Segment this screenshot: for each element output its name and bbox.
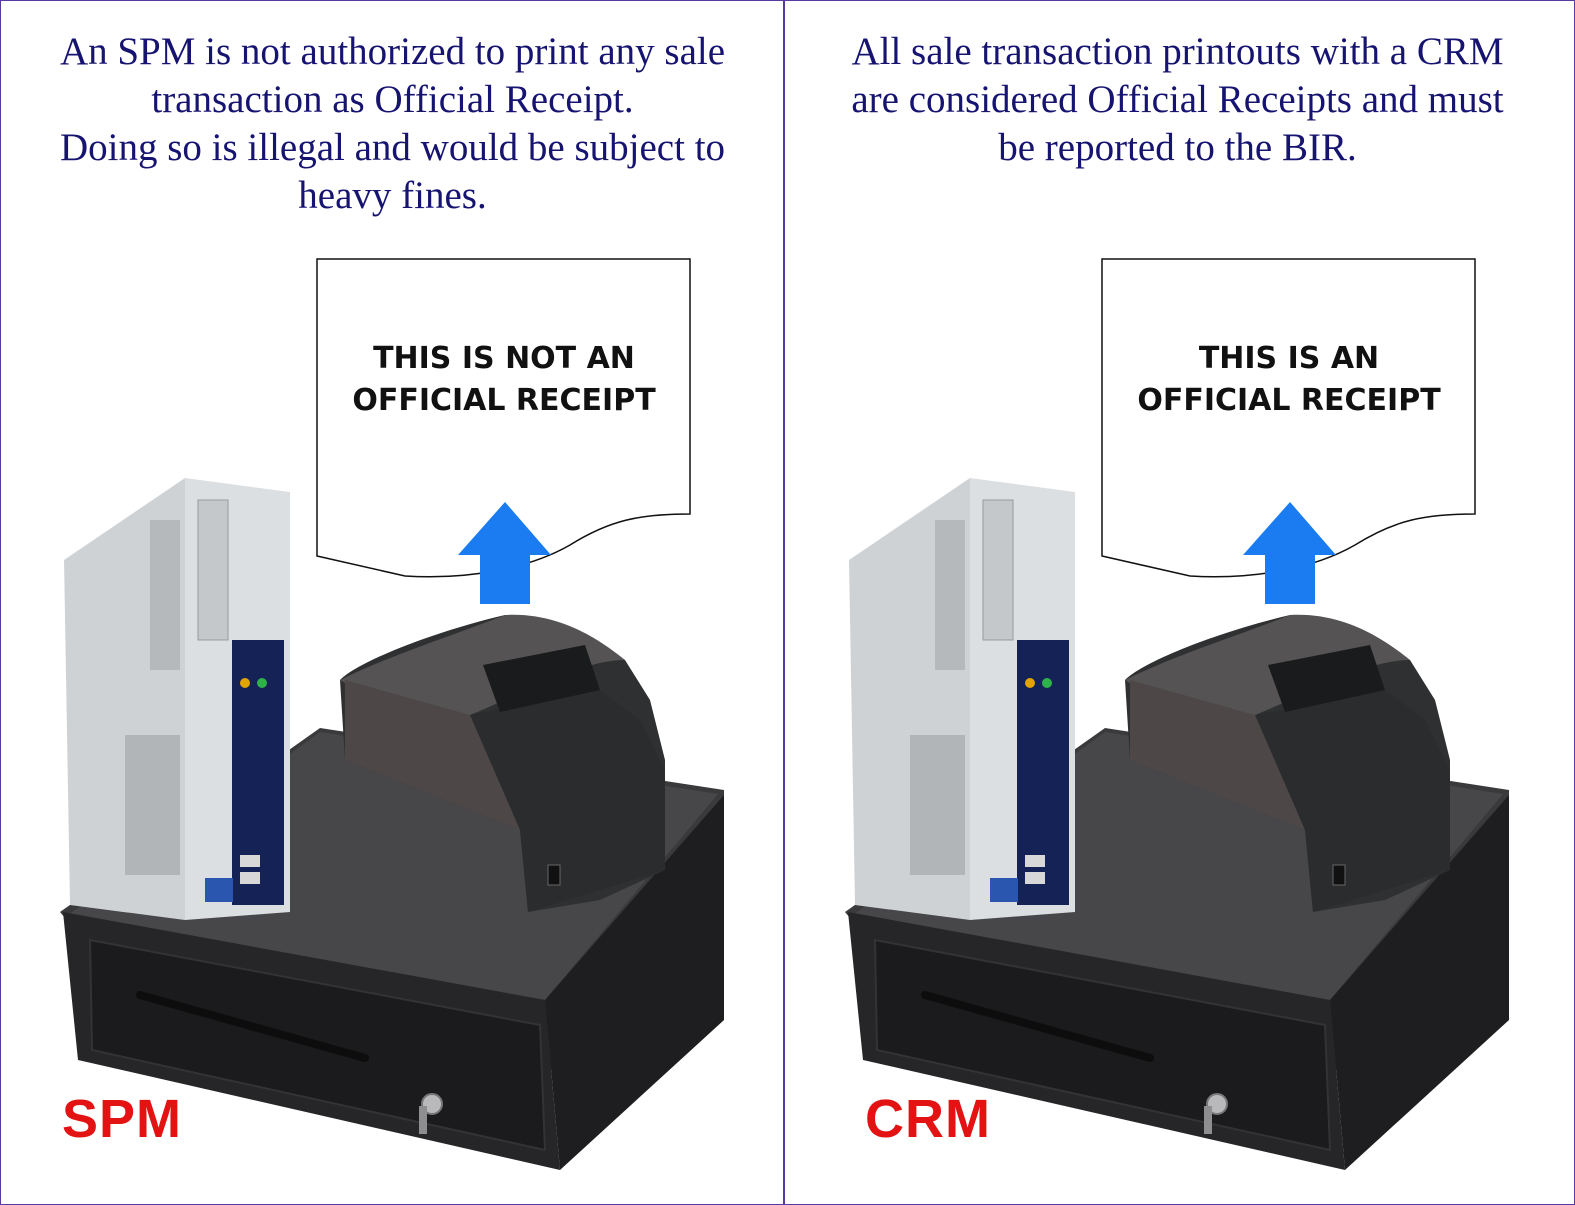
crm-description-line: All sale transaction printouts with a CR… <box>851 30 1504 73</box>
up-arrow-icon <box>1243 502 1336 604</box>
receipt-message-line: THIS IS AN <box>1198 341 1380 376</box>
spm-description-line: transaction as Official Receipt. <box>151 78 634 121</box>
crm-description: All sale transaction printouts with a CR… <box>805 28 1550 172</box>
receipt-message-line: OFFICIAL RECEIPT <box>352 383 656 418</box>
crm-panel: All sale transaction printouts with a CR… <box>785 0 1568 1205</box>
desktop-computer-icon <box>64 478 290 920</box>
up-arrow-icon <box>458 502 551 604</box>
receipt-message: THIS IS NOT AN OFFICIAL RECEIPT <box>318 338 690 422</box>
key-icon <box>419 1093 443 1134</box>
desktop-computer-icon <box>849 478 1075 920</box>
crm-illustration <box>845 258 1509 1170</box>
receipt-message-line: OFFICIAL RECEIPT <box>1137 383 1441 418</box>
receipt-message: THIS IS AN OFFICIAL RECEIPT <box>1103 338 1475 422</box>
receipt-paper-icon <box>1101 258 1476 578</box>
spm-description-line: heavy fines. <box>298 174 487 217</box>
panel-divider <box>783 0 785 1205</box>
spm-description-line: Doing so is illegal and would be subject… <box>59 126 726 169</box>
key-icon <box>1204 1093 1228 1134</box>
spm-panel: An SPM is not authorized to print any sa… <box>0 0 783 1205</box>
crm-label: CRM <box>865 1089 991 1149</box>
receipt-printer-icon <box>1125 614 1450 912</box>
receipt-message-line: THIS IS NOT AN <box>373 341 635 376</box>
crm-description-line: be reported to the BIR. <box>998 126 1357 169</box>
spm-label: SPM <box>62 1089 183 1149</box>
spm-description-line: An SPM is not authorized to print any sa… <box>59 30 726 73</box>
spm-description: An SPM is not authorized to print any sa… <box>20 28 765 220</box>
crm-description-line: are considered Official Receipts and mus… <box>851 78 1504 121</box>
receipt-printer-icon <box>340 614 665 912</box>
receipt-paper-icon <box>316 258 691 578</box>
spm-illustration <box>60 258 724 1170</box>
